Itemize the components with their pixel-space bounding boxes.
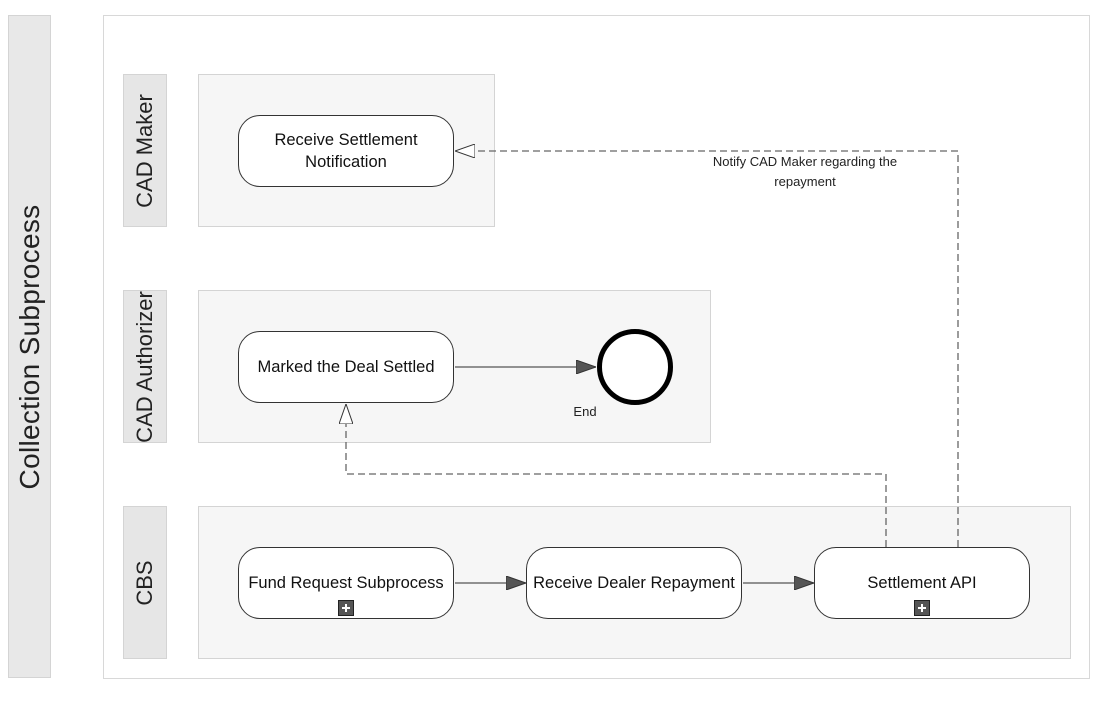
message-flow-label-line2: repayment — [774, 174, 836, 189]
end-event-label: End — [573, 404, 597, 419]
subprocess-plus-icon[interactable] — [338, 600, 354, 616]
message-flow-label-line1: Notify CAD Maker regarding the — [712, 154, 898, 169]
task-settlement-api[interactable]: Settlement API — [814, 547, 1030, 619]
task-receive-settlement-notification[interactable]: Receive Settlement Notification — [238, 115, 454, 187]
lane-header-cad-authorizer[interactable]: CAD Authorizer — [123, 290, 167, 443]
lane-header-cad-maker[interactable]: CAD Maker — [123, 74, 167, 227]
subprocess-plus-icon[interactable] — [914, 600, 930, 616]
task-marked-deal-settled[interactable]: Marked the Deal Settled — [238, 331, 454, 403]
task-label-line2: Notification — [305, 153, 387, 171]
end-event-circle-icon[interactable] — [597, 329, 673, 405]
task-fund-request-subprocess[interactable]: Fund Request Subprocess — [238, 547, 454, 619]
pool-header[interactable]: Collection Subprocess — [8, 15, 51, 678]
task-label: Fund Request Subprocess — [248, 574, 444, 592]
task-label: Marked the Deal Settled — [257, 358, 435, 376]
task-receive-dealer-repayment[interactable]: Receive Dealer Repayment — [526, 547, 742, 619]
task-label: Settlement API — [867, 574, 977, 592]
message-flow-settlement-to-authorizer[interactable] — [346, 404, 887, 547]
lane-header-cbs[interactable]: CBS — [123, 506, 167, 659]
task-label: Receive Dealer Repayment — [533, 574, 735, 592]
message-flow-settlement-to-maker[interactable] — [455, 151, 959, 547]
task-label-line1: Receive Settlement — [274, 131, 418, 149]
message-flow-label: Notify CAD Maker regarding the repayment — [680, 152, 930, 192]
